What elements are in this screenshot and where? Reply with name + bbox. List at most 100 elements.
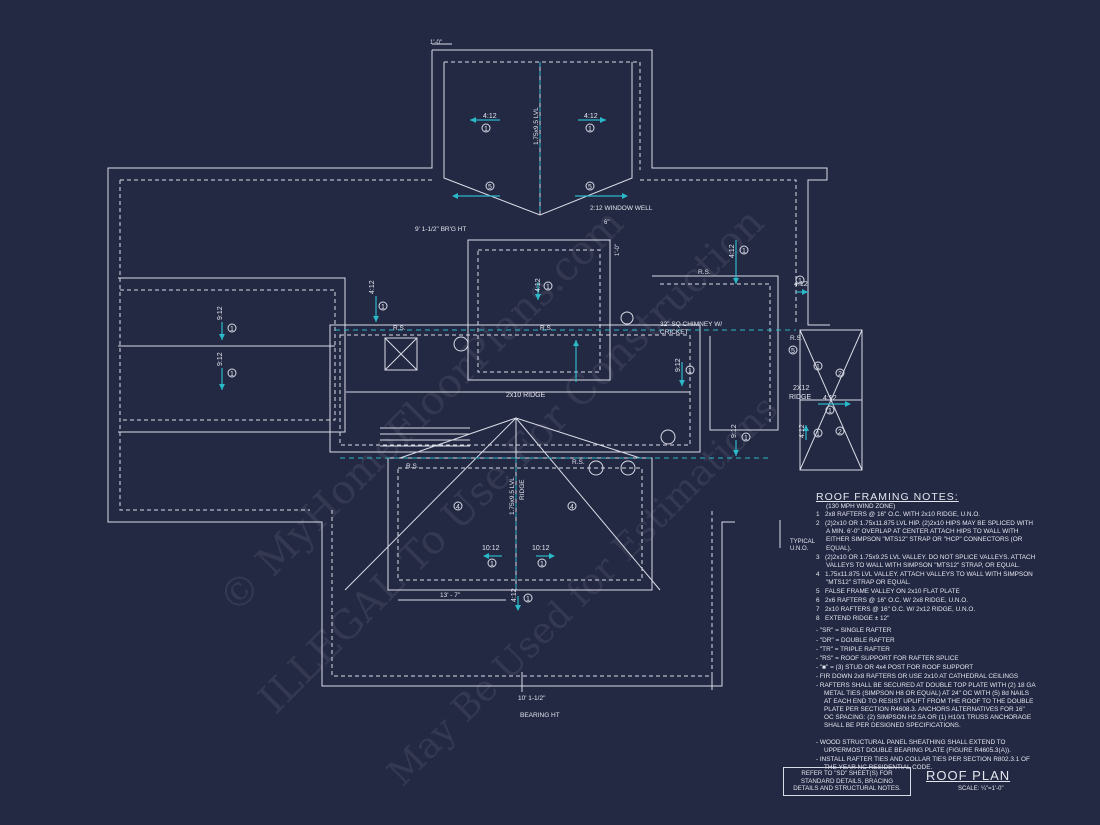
pitch-label: 4:12 (369, 280, 376, 294)
reference-box: REFER TO "SD" SHEET(S) FOR STANDARD DETA… (783, 767, 911, 796)
svg-text:5: 5 (588, 184, 592, 191)
pitch-label: 4:12 (511, 588, 518, 602)
pitch-label: 10:12 (482, 545, 500, 552)
typical-label: TYPICAL (790, 539, 816, 545)
dimension-label: 13' - 7" (440, 592, 461, 599)
lvl-label-top: 1.75x9.5 LVL (533, 107, 540, 145)
svg-text:1: 1 (490, 561, 494, 568)
ridge-label: 2x10 RIDGE (506, 392, 546, 399)
svg-text:4: 4 (456, 504, 460, 511)
roof-framing-notes: ROOF FRAMING NOTES: (130 MPH WIND ZONE) … (816, 491, 1036, 773)
roof-support-label: R.S. (572, 459, 585, 466)
dimension-label: 1'-0" (430, 40, 442, 46)
note-item: 2(2)2x10 OR 1.75x11.875 LVL HIP. (2)2x10… (816, 520, 1034, 552)
notes-bullets: - "SR" = SINGLE RAFTER - "DR" = DOUBLE R… (816, 627, 1036, 772)
sheet-scale: SCALE: ¼"=1'-0" (958, 786, 1004, 792)
svg-text:5: 5 (791, 348, 795, 355)
roof-support-label: R.S. (790, 335, 803, 342)
pitch-label: 4:12 (483, 113, 497, 120)
svg-text:1: 1 (816, 431, 820, 438)
svg-text:1: 1 (828, 408, 832, 415)
bullet-item: - "■" = (3) STUD OR 4x4 POST FOR ROOF SU… (816, 663, 974, 671)
top-wing-outline (432, 49, 830, 326)
svg-text:1: 1 (798, 278, 802, 285)
window-well-label: 2:12 WINDOW WELL (590, 205, 653, 212)
bullet-item: - "TR" = TRIPLE RAFTER (816, 645, 890, 653)
lower-gable (387, 457, 653, 591)
roof-support-label: R.S. (393, 325, 406, 332)
roof-support-label: R.S. (698, 269, 711, 276)
bullet-item: - "RS" = ROOF SUPPORT FOR RAFTER SPLICE (816, 654, 959, 662)
roof-support-label: R.S. (406, 463, 419, 470)
pitch-label: 4:12 (823, 395, 837, 402)
chimney-label: 32" SQ CHIMNEY W/ (660, 321, 722, 328)
svg-text:1: 1 (230, 371, 234, 378)
lvl-label-lower: 1.75x9.5 LVL (509, 477, 516, 515)
svg-text:2: 2 (838, 371, 842, 378)
reference-line: REFER TO "SD" SHEET(S) FOR (801, 770, 893, 777)
svg-text:5: 5 (488, 184, 492, 191)
pitch-label: 4:12 (794, 281, 808, 288)
pitch-label: 4:12 (584, 113, 598, 120)
bullet-item: - WOOD STRUCTURAL PANEL SHEATHING SHALL … (816, 738, 1011, 754)
cricket-label: CRICKET (660, 329, 689, 336)
bullet-item: - FIR DOWN 2x8 RAFTERS OR USE 2x10 AT CA… (816, 672, 1019, 680)
pitch-label: 9:12 (731, 424, 738, 438)
svg-text:4: 4 (570, 504, 574, 511)
pitch-label: 4:12 (799, 424, 806, 438)
left-wing-dashed (119, 180, 310, 511)
dimension-label: 1'-0" (615, 244, 621, 256)
svg-text:1: 1 (742, 248, 746, 255)
bearing-height-sub: BEARING HT (520, 712, 560, 719)
center-block (329, 324, 701, 453)
pitch-label: 4:12 (535, 278, 542, 292)
dimension-label: 6" (604, 220, 609, 226)
reference-line: DETAILS AND STRUCTURAL NOTES. (793, 785, 901, 793)
pitch-label: 9:12 (217, 306, 224, 320)
svg-text:1: 1 (484, 126, 488, 133)
pitch-label: 9:12 (675, 358, 682, 372)
stair-lines (380, 427, 470, 453)
ridge-label-lower: RIDGE (519, 479, 526, 500)
ridge-2x12-sub: RIDGE (789, 394, 812, 401)
pitch-label: 4:12 (729, 244, 736, 258)
spacer (816, 732, 1036, 738)
svg-text:1: 1 (744, 435, 748, 442)
notes-heading: ROOF FRAMING NOTES: (816, 491, 959, 503)
top-wing-left (107, 50, 735, 687)
svg-text:1: 1 (540, 561, 544, 568)
svg-text:2: 2 (838, 429, 842, 436)
svg-text:1: 1 (816, 364, 820, 371)
sheet-title: ROOF PLAN (926, 768, 1011, 783)
top-wing-dashed (444, 61, 641, 170)
note-markers: 1 1 5 5 1 1 1 1 1 1 1 1 5 1 2 1 2 1 4 4 … (227, 123, 845, 603)
svg-text:1: 1 (688, 368, 692, 375)
svg-text:1: 1 (546, 284, 550, 291)
pitch-label: 9:12 (217, 352, 224, 366)
svg-text:1: 1 (381, 304, 385, 311)
bullet-item: - "SR" = SINGLE RAFTER (816, 627, 892, 635)
bullet-item: - RAFTERS SHALL BE SECURED AT DOUBLE TOP… (816, 681, 1036, 730)
svg-text:1: 1 (588, 126, 592, 133)
bearing-height-label: 10' 1-1/2" (518, 695, 546, 702)
roof-support-label: R.S. (540, 325, 553, 332)
svg-text:1: 1 (230, 326, 234, 333)
ridge-2x12-label: 2X12 (793, 385, 809, 392)
pitch-arrows (219, 117, 851, 611)
svg-text:1: 1 (526, 596, 530, 603)
bullet-item: - "DR" = DOUBLE RAFTER (816, 636, 895, 644)
pitch-label: 10:12 (532, 545, 550, 552)
bearing-height-top: 9' 1-1/2" BR'G HT (415, 226, 466, 233)
note-item: 3(2)2x10 OR 1.75x9.25 LVL VALLEY. DO NOT… (816, 553, 1036, 569)
wind-zone: (130 MPH WIND ZONE) (826, 503, 896, 511)
uno-label: U.N.O. (790, 546, 809, 552)
reference-line: STANDARD DETAILS, BRACING (800, 777, 894, 785)
